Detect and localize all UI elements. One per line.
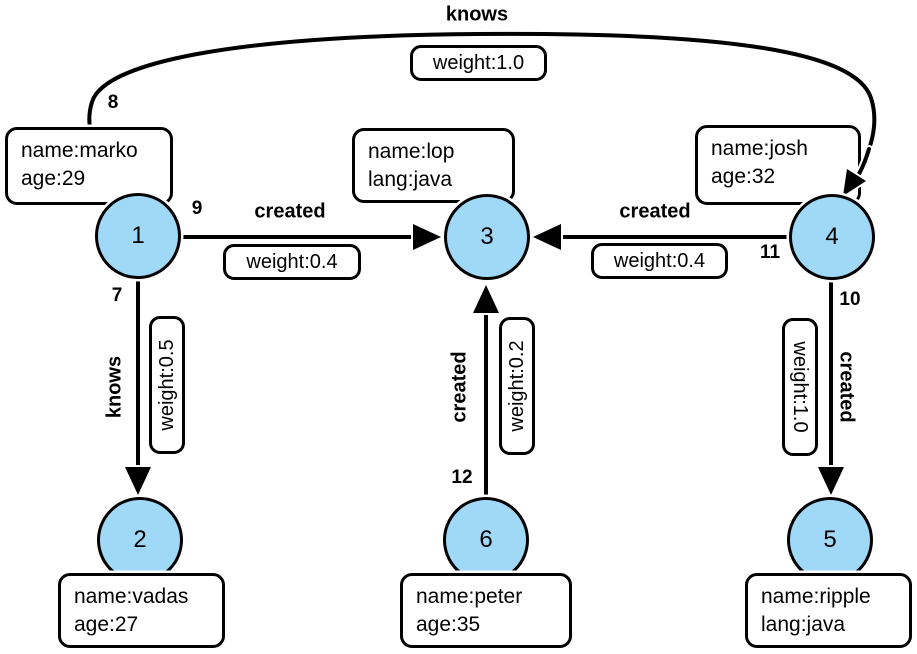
vertex-1-id: 1	[131, 222, 145, 249]
vertex-3[interactable]: 3	[444, 194, 530, 280]
edge-10-id: 10	[839, 289, 861, 310]
edge-8-id: 8	[107, 92, 119, 113]
vertex-6[interactable]: 6	[443, 497, 529, 583]
property-line: name:marko	[21, 139, 138, 162]
edge-8-arrowhead	[840, 165, 870, 201]
property-line: name:josh	[711, 137, 808, 160]
property-line: age:32	[711, 164, 776, 188]
edge-12-arrowhead	[469, 280, 503, 315]
edge-7-id: 7	[111, 285, 123, 306]
edge-9-arrowhead	[411, 220, 446, 254]
vertex-6-id: 6	[479, 526, 493, 553]
property-line: name:vadas	[74, 585, 189, 608]
edge-12-id: 12	[451, 467, 473, 488]
property-line: name:peter	[416, 585, 523, 608]
vertex-1-properties: name:marko age:29	[5, 127, 173, 205]
edge-9-weight: weight:0.4	[223, 244, 361, 280]
vertex-3-properties: name:lop lang:java	[352, 128, 515, 203]
edge-12-label: created	[448, 351, 471, 423]
vertex-3-id: 3	[480, 223, 494, 250]
edge-10-label: created	[835, 351, 858, 423]
vertex-4[interactable]: 4	[789, 194, 875, 280]
vertex-4-id: 4	[825, 223, 839, 250]
vertex-5[interactable]: 5	[787, 497, 873, 583]
edge-11-label: created	[619, 200, 691, 223]
vertex-2-properties: name:vadas age:27	[58, 573, 225, 648]
edge-8-weight: weight:1.0	[410, 45, 547, 81]
edge-10-arrowhead	[814, 465, 848, 500]
edge-7-label: knows	[103, 355, 126, 419]
property-line: name:ripple	[761, 585, 871, 608]
vertex-2[interactable]: 2	[97, 497, 183, 583]
vertex-5-id: 5	[823, 526, 837, 553]
vertex-2-id: 2	[133, 526, 147, 553]
edge-7-arrowhead	[121, 465, 155, 500]
edge-8-label: knows	[445, 3, 509, 26]
edge-11-arrowhead	[528, 220, 563, 254]
property-line: age:27	[74, 612, 139, 636]
vertex-6-properties: name:peter age:35	[400, 573, 572, 648]
property-line: lang:java	[368, 167, 453, 191]
property-line: name:lop	[368, 140, 455, 163]
vertex-1[interactable]: 1	[95, 193, 181, 279]
property-line: age:29	[21, 166, 86, 190]
vertex-5-properties: name:ripple lang:java	[745, 573, 912, 648]
edge-11-id: 11	[759, 242, 781, 263]
property-line: lang:java	[761, 612, 846, 636]
property-line: age:35	[416, 612, 481, 636]
edge-8-line	[87, 31, 877, 199]
edge-9-label: created	[254, 200, 326, 223]
edge-9-id: 9	[191, 198, 203, 219]
edge-11-weight: weight:0.4	[591, 243, 728, 279]
